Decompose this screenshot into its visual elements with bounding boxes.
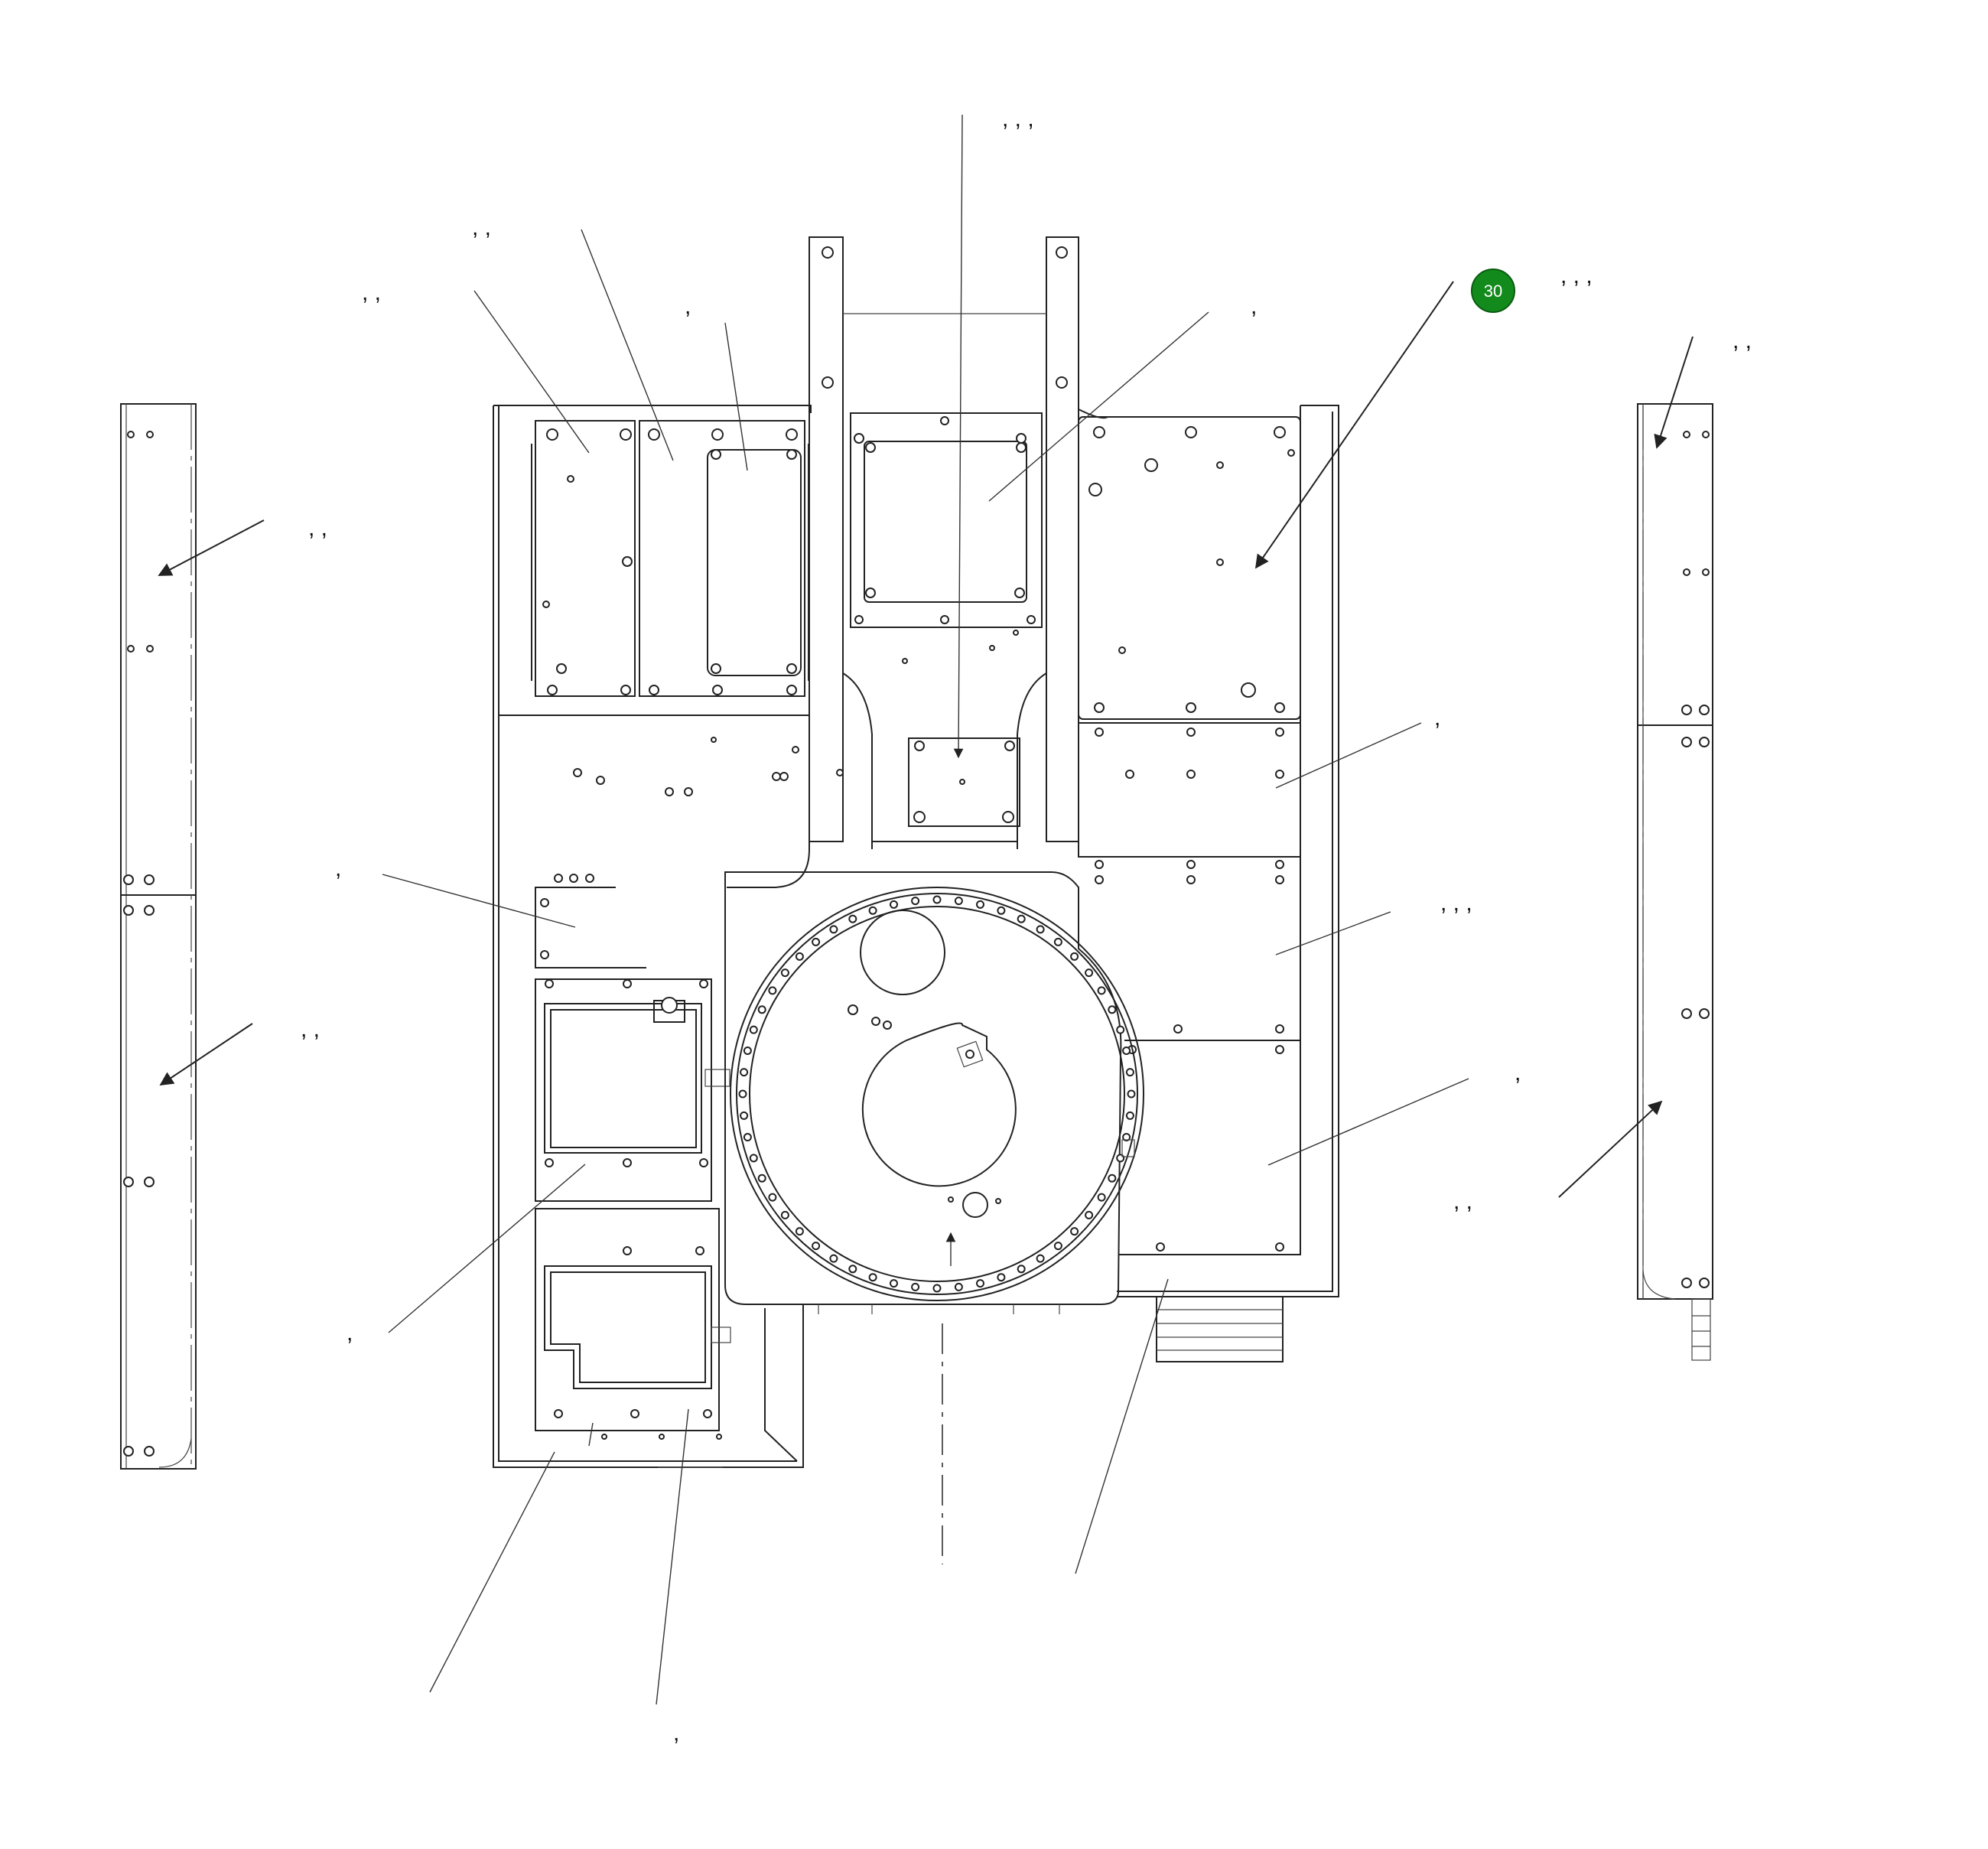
ring-bolt-hole <box>768 1193 777 1202</box>
callout-label: , , <box>362 280 381 305</box>
ring-bolt-hole <box>1036 1254 1045 1263</box>
ring-bolt-hole <box>1017 1265 1026 1274</box>
leader-lines <box>382 229 1469 1705</box>
ring-bolt-hole <box>1070 1227 1079 1236</box>
ring-bolt-hole <box>768 986 777 995</box>
center-lines <box>942 114 964 1564</box>
callout-label: , <box>347 1320 353 1346</box>
right-side-panel <box>1637 403 1713 1361</box>
slewing-ring <box>724 871 1144 1314</box>
ring-bolt-hole <box>1097 1193 1106 1202</box>
callout-label: , , , <box>1002 106 1034 132</box>
callout-label: , <box>1434 705 1440 731</box>
callout-arrows <box>158 281 1694 1198</box>
callout-label: , <box>685 294 691 319</box>
ring-bolt-hole <box>1070 952 1079 961</box>
ring-bolt-hole <box>1017 914 1026 923</box>
ring-bolt-hole <box>1036 925 1045 934</box>
ring-bolt-hole <box>757 1005 766 1014</box>
ring-bolt-hole <box>1085 1210 1094 1219</box>
main-chassis <box>493 236 1339 1468</box>
ring-bolt-hole <box>749 1154 758 1163</box>
ring-bolt-hole <box>976 900 984 909</box>
callout-labels: , , , , , , , , , , , , , , , , , , , , … <box>301 106 1752 1746</box>
ring-bolt-hole <box>954 897 963 906</box>
ring-bolt-hole <box>1122 1047 1131 1055</box>
ring-bolt-hole <box>795 952 804 961</box>
ring-bolt-hole <box>795 1227 804 1236</box>
ring-bolt-hole <box>1097 986 1106 995</box>
ring-bolt-hole <box>829 925 838 934</box>
ring-bolt-hole <box>911 897 920 906</box>
item-marker-badge[interactable]: 30 <box>1471 269 1515 313</box>
ring-bolt-hole <box>1108 1005 1117 1014</box>
callout-label: , , , <box>1440 890 1472 916</box>
callout-label: , , <box>308 516 327 541</box>
ring-bolt-hole <box>1127 1089 1136 1099</box>
ring-bolt-hole <box>743 1047 752 1055</box>
ring-bolt-hole <box>911 1282 920 1291</box>
ring-bolt-holes <box>738 895 1136 1293</box>
ring-bolt-hole <box>740 1111 749 1120</box>
ring-bolt-hole <box>848 914 857 923</box>
ring-bolt-hole <box>868 906 877 915</box>
ring-bolt-hole <box>932 1284 942 1293</box>
ring-bolt-hole <box>1085 968 1094 978</box>
ring-bolt-hole <box>1053 937 1062 946</box>
ring-bolt-hole <box>812 1242 821 1251</box>
ring-bolt-hole <box>738 1089 747 1099</box>
ring-bolt-hole <box>1125 1068 1134 1077</box>
ring-bolt-hole <box>749 1025 758 1034</box>
left-side-panel <box>120 403 197 1470</box>
callout-label: , <box>673 1720 679 1746</box>
ring-bolt-hole <box>743 1133 752 1141</box>
ring-bolt-hole <box>1108 1174 1117 1183</box>
callout-label: , , <box>1453 1189 1472 1214</box>
ring-bolt-hole <box>976 1279 984 1288</box>
ring-bolt-hole <box>780 968 789 978</box>
ring-bolt-hole <box>1116 1025 1125 1034</box>
ring-bolt-hole <box>997 906 1006 915</box>
ring-bolt-hole <box>1122 1133 1131 1141</box>
ring-bolt-hole <box>868 1273 877 1282</box>
callout-label: , <box>1251 294 1257 319</box>
callout-label: , <box>1515 1060 1521 1086</box>
ring-bolt-hole <box>780 1210 789 1219</box>
callout-label: , , <box>1733 328 1752 353</box>
callout-label: , , <box>472 215 491 240</box>
ring-bolt-hole <box>812 937 821 946</box>
item-marker-label: 30 <box>1484 282 1502 301</box>
ring-bolt-hole <box>740 1068 749 1077</box>
ring-bolt-hole <box>932 895 942 904</box>
ring-bolt-hole <box>1125 1111 1134 1120</box>
callout-label: , , , <box>1560 263 1593 288</box>
ring-bolt-hole <box>890 1279 898 1288</box>
ring-bolt-hole <box>954 1282 963 1291</box>
ring-bolt-hole <box>829 1254 838 1263</box>
ring-bolt-hole <box>848 1265 857 1274</box>
ring-bolt-hole <box>997 1273 1006 1282</box>
ring-bolt-hole <box>1053 1242 1062 1251</box>
ring-bolt-hole <box>1116 1154 1125 1163</box>
ring-bolt-hole <box>890 900 898 909</box>
callout-label: , , <box>301 1017 320 1042</box>
ring-bolt-hole <box>757 1174 766 1183</box>
callout-label: , <box>335 856 341 881</box>
